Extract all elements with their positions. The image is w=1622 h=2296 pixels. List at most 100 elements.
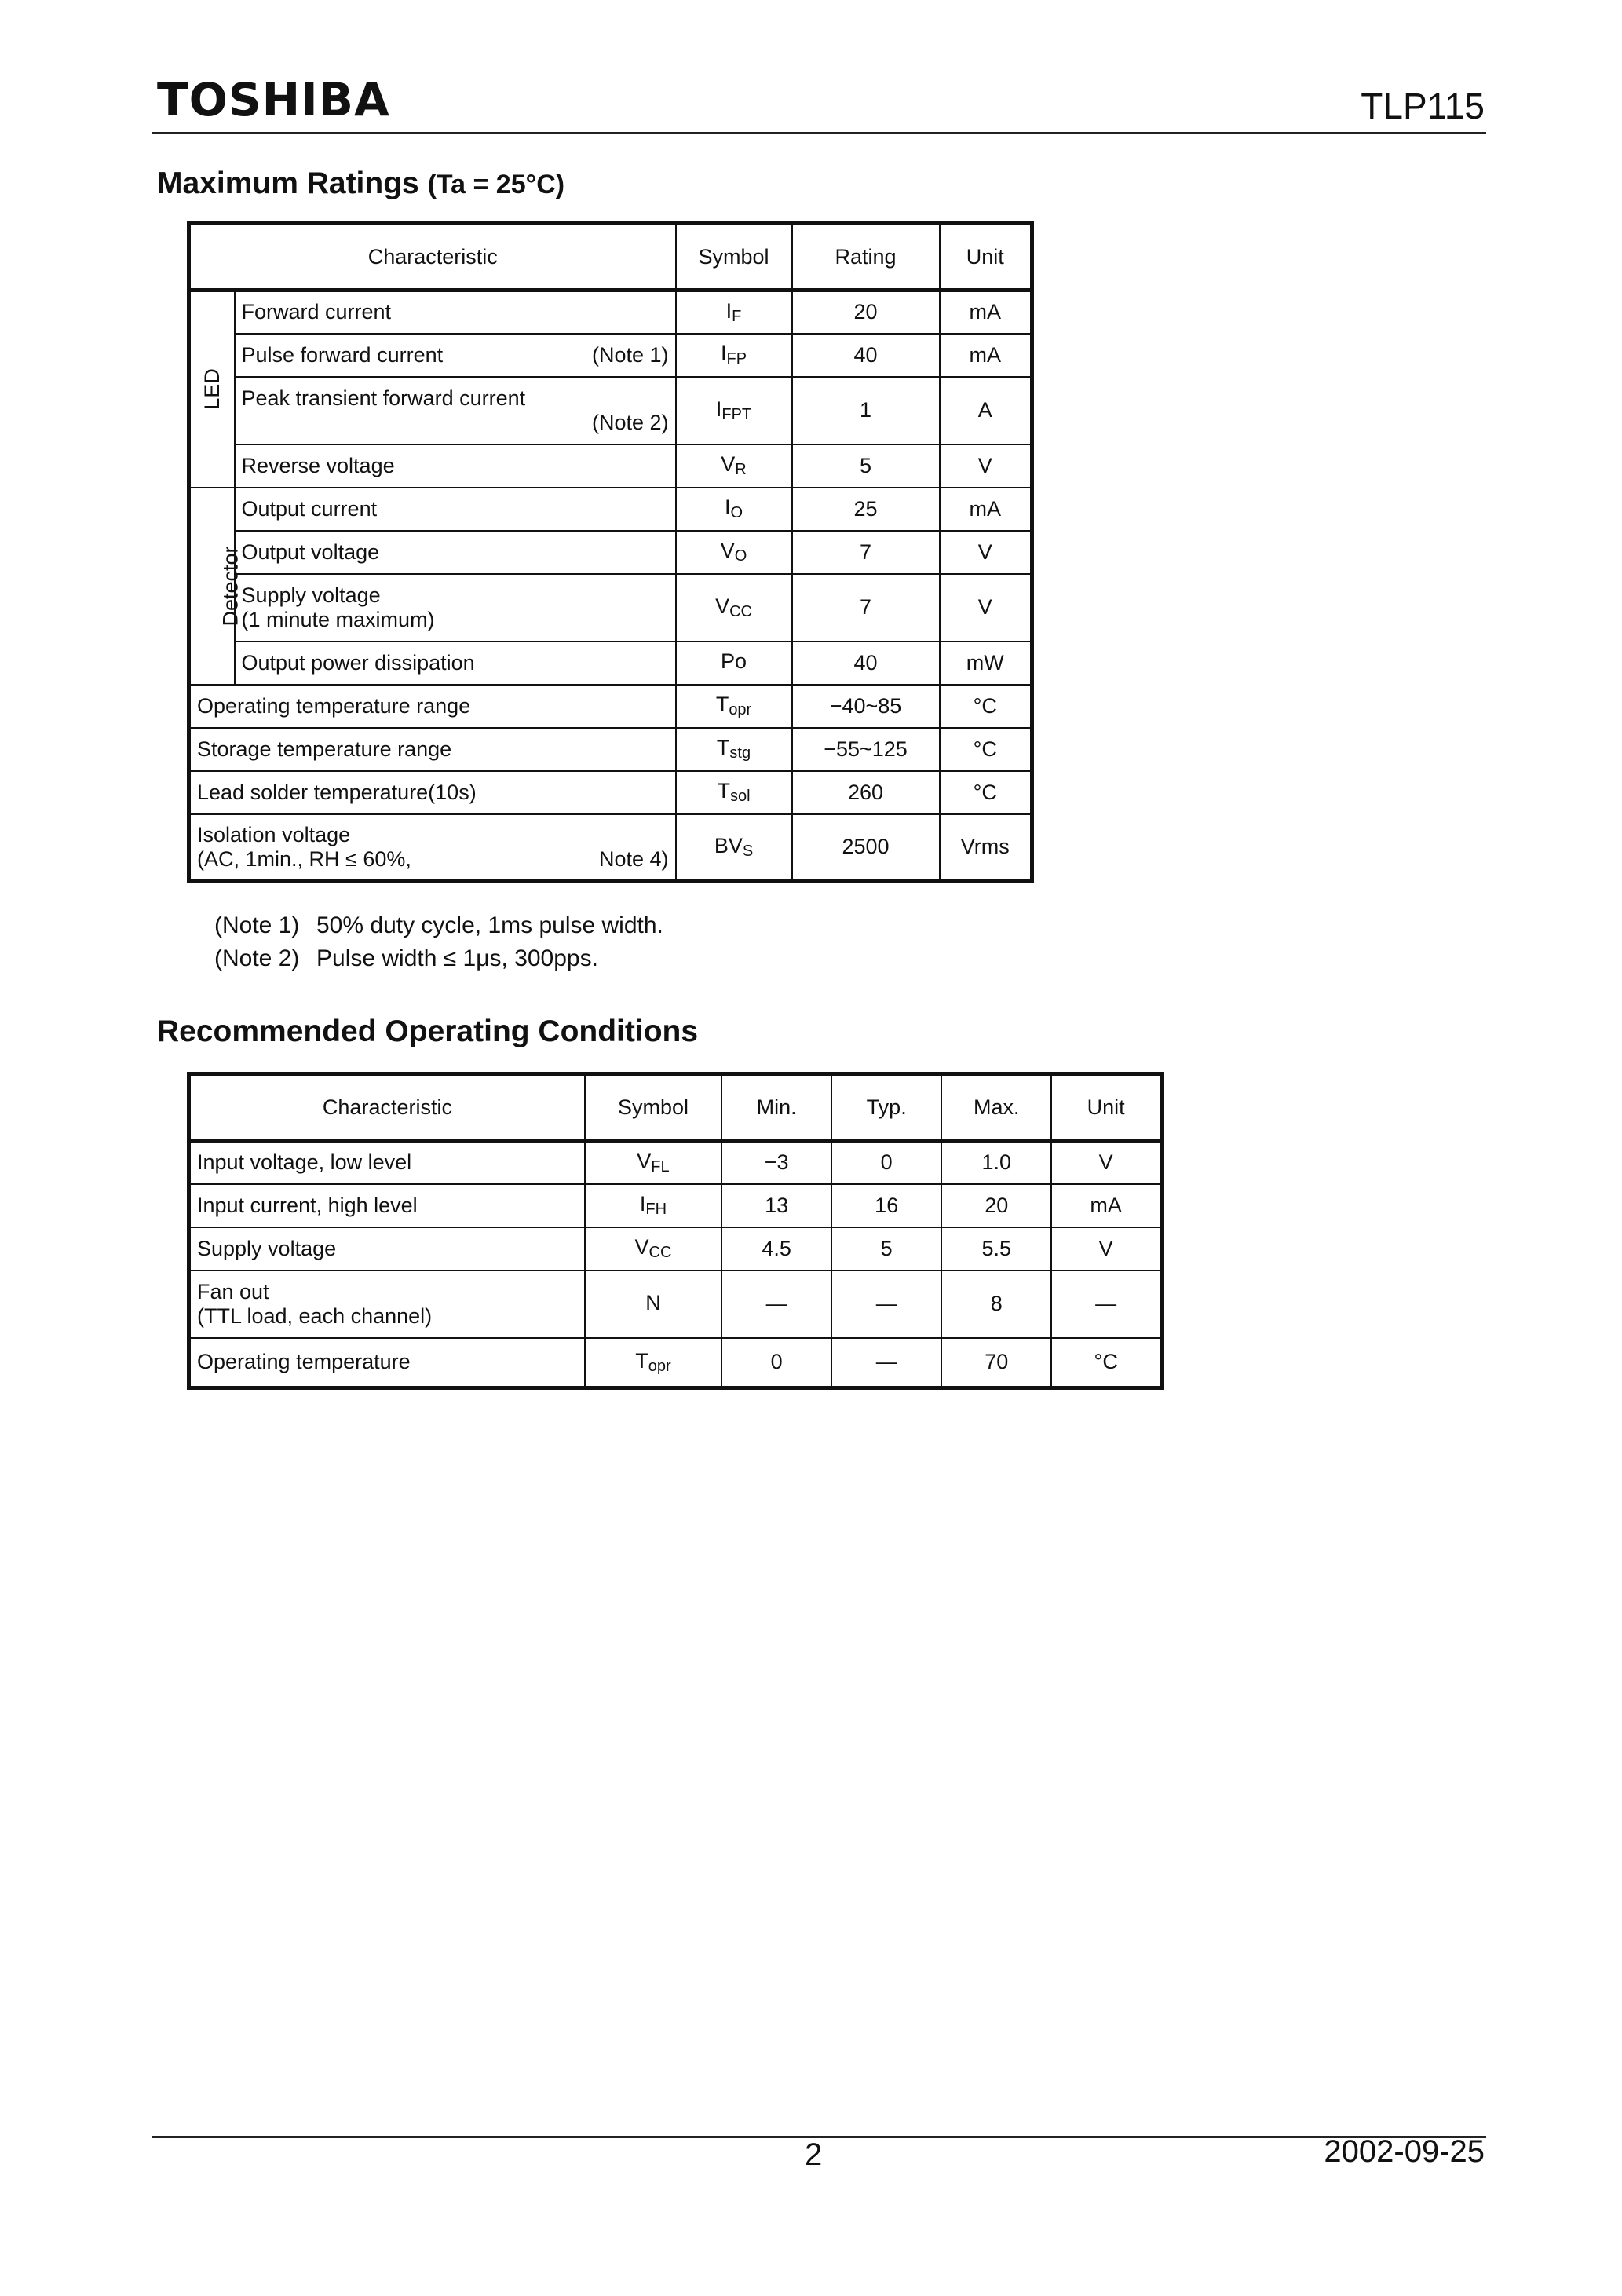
row-symbol: Tsol [674, 770, 793, 815]
row-unit: V [938, 529, 1033, 575]
group-label-led: LED [199, 368, 224, 411]
row-unit: — [1050, 1269, 1163, 1339]
max-ratings-title: Maximum Ratings (Ta = 25°C) [157, 168, 564, 199]
table-row: Pulse forward current(Note 1) IFP 40 mA [189, 332, 1033, 378]
row-rating: 40 [791, 332, 941, 378]
col-header-max: Max. [941, 1073, 1053, 1143]
row-rating: 7 [791, 529, 941, 575]
row-label: Fan out(TTL load, each channel) [188, 1269, 586, 1339]
rec-conditions-title: Recommended Operating Conditions [157, 1015, 699, 1048]
row-rating: 1 [791, 375, 941, 445]
row-label: Output voltage [233, 529, 677, 575]
row-unit: V [938, 572, 1033, 642]
max-ratings-table: Characteristic Symbol Rating Unit LED Fo… [187, 221, 1035, 883]
col-header-min: Min. [721, 1073, 833, 1143]
row-symbol: VR [674, 443, 793, 488]
table-row: Input current, high level IFH 13 16 20 m… [188, 1183, 1163, 1228]
max-ratings-title-text: Maximum Ratings [157, 166, 419, 200]
row-label: Output power dissipation [233, 640, 677, 686]
row-min: 13 [721, 1183, 833, 1228]
row-typ: 5 [831, 1226, 943, 1271]
row-unit: mA [1050, 1183, 1163, 1228]
row-symbol: Topr [674, 683, 793, 729]
table-row: Supply voltage(1 minute maximum) VCC 7 V [189, 572, 1033, 642]
row-label: Output current [233, 486, 677, 532]
note-item: (Note 2)Pulse width ≤ 1μs, 300pps. [214, 945, 598, 971]
row-symbol: IFP [674, 332, 793, 378]
row-rating: 2500 [791, 813, 941, 883]
row-symbol: IFH [583, 1183, 723, 1228]
col-header-rating: Rating [791, 222, 941, 292]
page-number: 2 [805, 2137, 823, 2172]
row-max: 8 [941, 1269, 1053, 1339]
row-label: Operating temperature [188, 1336, 586, 1389]
row-rating: 40 [791, 640, 941, 686]
row-symbol: Tstg [674, 726, 793, 772]
row-symbol: N [583, 1269, 723, 1339]
row-symbol: IO [674, 486, 793, 532]
col-header-characteristic: Characteristic [188, 1073, 586, 1143]
table-row: Lead solder temperature(10s) Tsol 260 °C [188, 770, 1033, 815]
row-label: Operating temperature range [188, 683, 677, 729]
row-rating: 20 [791, 289, 941, 335]
row-min: 4.5 [721, 1226, 833, 1271]
row-label: Forward current [233, 289, 677, 335]
table-row: Reverse voltage VR 5 V [189, 443, 1033, 488]
row-unit: A [938, 375, 1033, 445]
row-unit: mA [938, 332, 1033, 378]
group-label-detector: Detector [218, 545, 243, 627]
table-row: Operating temperature range Topr −40~85 … [188, 683, 1033, 729]
table-row: Output power dissipation Po 40 mW [189, 640, 1033, 686]
col-header-symbol: Symbol [674, 222, 793, 292]
table-row: Supply voltage VCC 4.5 5 5.5 V [188, 1226, 1163, 1271]
row-rating: 7 [791, 572, 941, 642]
row-unit: V [938, 443, 1033, 488]
row-rating: −55~125 [791, 726, 941, 772]
row-max: 20 [941, 1183, 1053, 1228]
col-header-unit: Unit [938, 222, 1033, 292]
row-label: Input current, high level [188, 1183, 586, 1228]
col-header-symbol: Symbol [583, 1073, 723, 1143]
row-typ: 0 [831, 1139, 943, 1185]
row-label: Reverse voltage [233, 443, 677, 488]
row-label: Isolation voltage(AC, 1min., RH ≤ 60%,No… [188, 813, 677, 883]
row-max: 70 [941, 1336, 1053, 1389]
row-symbol: VO [674, 529, 793, 575]
row-symbol: Po [674, 640, 793, 686]
group-led: LED [188, 289, 236, 488]
toshiba-logo: TOSHIBA [157, 73, 390, 126]
row-unit: Vrms [938, 813, 1033, 883]
row-rating: 25 [791, 486, 941, 532]
note-item: (Note 1)50% duty cycle, 1ms pulse width. [214, 912, 663, 938]
rec-conditions-table: Characteristic Symbol Min. Typ. Max. Uni… [187, 1072, 1164, 1390]
row-min: — [721, 1269, 833, 1339]
row-unit: V [1050, 1226, 1163, 1271]
row-symbol: Topr [583, 1336, 723, 1389]
row-min: −3 [721, 1139, 833, 1185]
table-row: LED Forward current IF 20 mA [188, 289, 1033, 488]
table-row: Fan out(TTL load, each channel) N — — 8 … [188, 1269, 1163, 1339]
table-row: Isolation voltage(AC, 1min., RH ≤ 60%,No… [188, 813, 1033, 883]
group-detector: Detector [188, 486, 243, 686]
row-typ: — [831, 1336, 943, 1389]
row-unit: mA [938, 486, 1033, 532]
table-row: Input voltage, low level VFL −3 0 1.0 V [188, 1139, 1163, 1185]
col-header-typ: Typ. [831, 1073, 943, 1143]
table-header-row: Characteristic Symbol Rating Unit [188, 222, 1033, 292]
row-unit: °C [938, 683, 1033, 729]
row-rating: 5 [791, 443, 941, 488]
row-label: Supply voltage [188, 1226, 586, 1271]
row-label: Input voltage, low level [188, 1139, 586, 1185]
row-unit: °C [1050, 1336, 1163, 1389]
row-min: 0 [721, 1336, 833, 1389]
row-max: 5.5 [941, 1226, 1053, 1271]
row-label: Peak transient forward current(Note 2) [233, 375, 677, 445]
row-unit: mW [938, 640, 1033, 686]
row-label: Lead solder temperature(10s) [188, 770, 677, 815]
row-rating: −40~85 [791, 683, 941, 729]
table-row: Peak transient forward current(Note 2) I… [189, 375, 1033, 445]
table-row: Storage temperature range Tstg −55~125 °… [188, 726, 1033, 772]
notes: (Note 1)50% duty cycle, 1ms pulse width.… [214, 909, 663, 975]
row-label: Storage temperature range [188, 726, 677, 772]
row-typ: 16 [831, 1183, 943, 1228]
